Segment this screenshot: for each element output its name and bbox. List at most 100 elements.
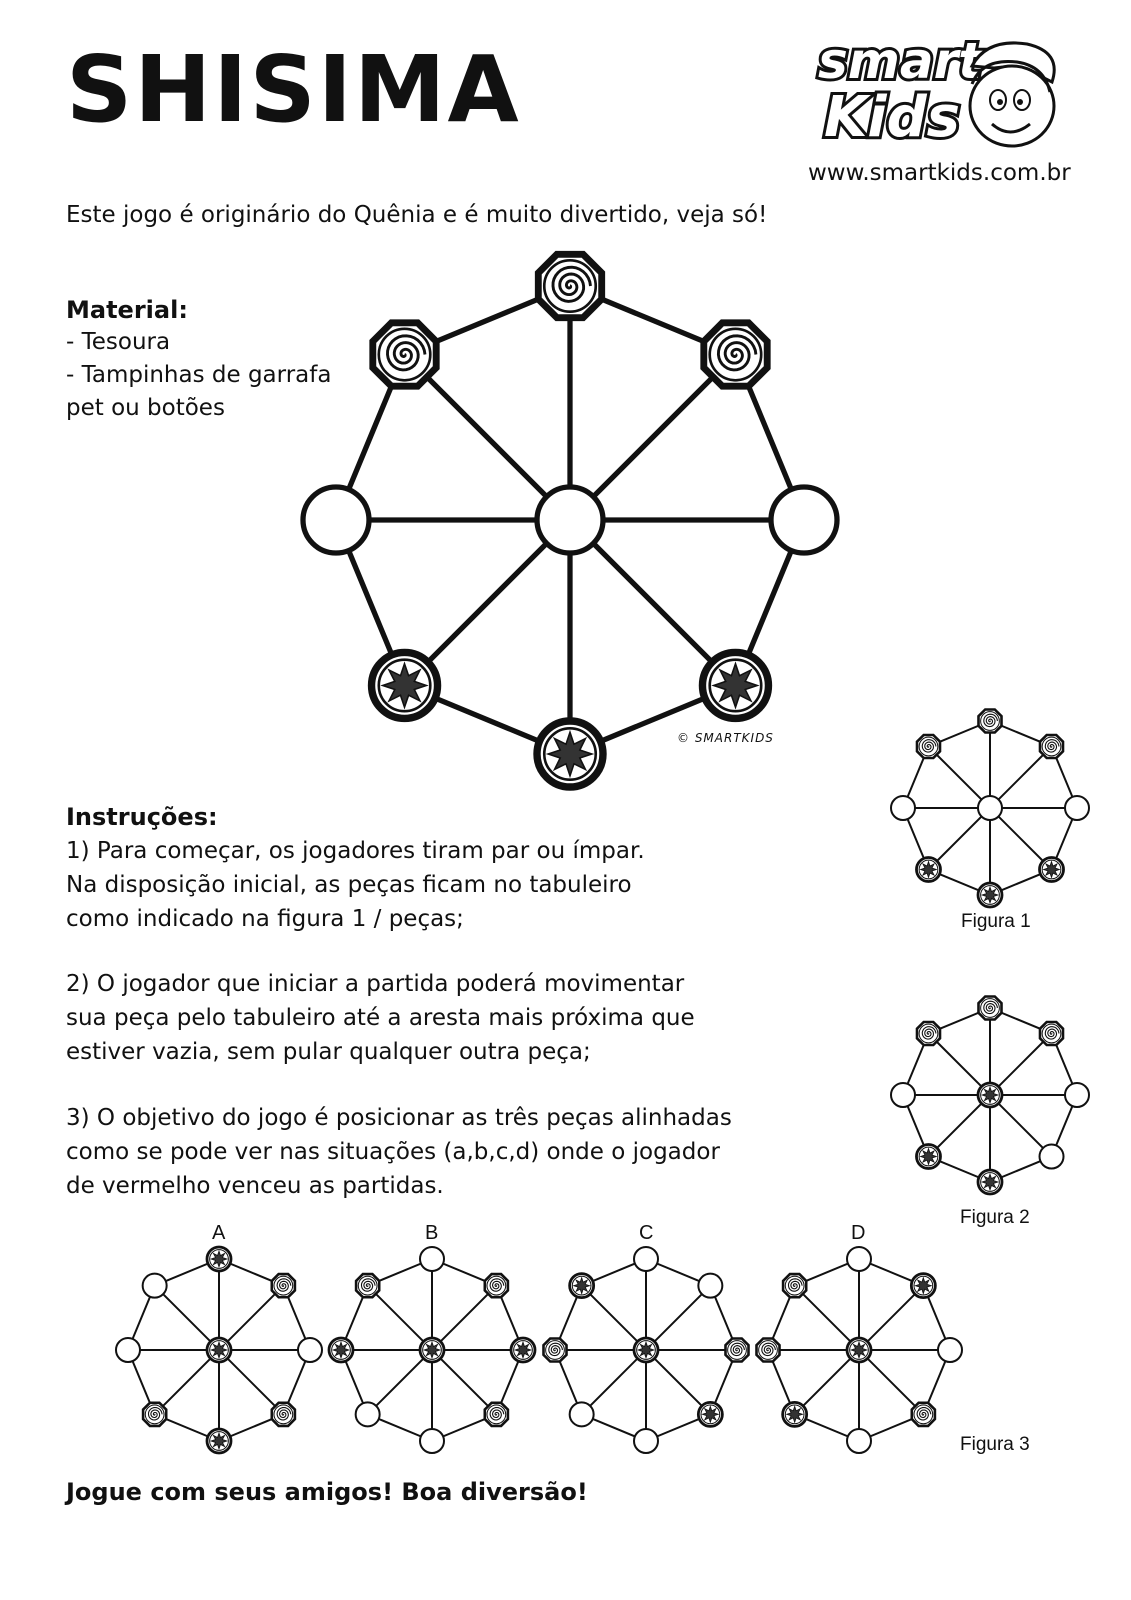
figura-3-label: Figura 3 <box>960 1434 1030 1455</box>
board-d-letter: D <box>851 1222 866 1244</box>
smart-kids-logo: smart Kids <box>815 29 1056 153</box>
spiral-piece-icon <box>141 1401 168 1428</box>
copyright-text: © SMARTKIDS <box>677 731 774 745</box>
star-piece-icon <box>205 1245 233 1273</box>
spiral-piece-icon <box>724 1337 750 1363</box>
instruction-step-2: 2) O jogador que iniciar a partida poder… <box>66 967 766 1069</box>
board-c-letter: C <box>639 1222 654 1244</box>
empty-spot <box>1038 1143 1065 1170</box>
star-piece-icon <box>698 648 773 723</box>
star-piece-icon <box>418 1336 446 1364</box>
instructions-heading: Instruções: <box>66 803 218 831</box>
empty-spot <box>141 1272 168 1299</box>
star-piece-icon <box>205 1427 233 1455</box>
spiral-piece-icon <box>915 733 942 760</box>
star-piece-icon <box>915 1143 942 1170</box>
empty-spot <box>568 1401 595 1428</box>
empty-spot <box>937 1337 963 1363</box>
spiral-piece-icon <box>977 995 1003 1021</box>
star-piece-icon <box>696 1400 724 1428</box>
material-item: - Tesoura <box>66 329 171 355</box>
empty-spot <box>633 1428 659 1454</box>
empty-spot <box>1064 1082 1090 1108</box>
step-3-line: como se pode ver nas situações (a,b,c,d)… <box>66 1139 720 1165</box>
star-piece-icon <box>915 856 942 883</box>
star-piece-icon <box>1038 856 1065 883</box>
spiral-piece-icon <box>755 1337 781 1363</box>
step-3-line: de vermelho venceu as partidas. <box>66 1173 444 1199</box>
empty-spot <box>297 1337 323 1363</box>
star-piece-icon <box>327 1336 355 1364</box>
spiral-piece-icon <box>354 1272 381 1299</box>
spiral-piece-icon <box>534 250 606 322</box>
empty-spot <box>697 1272 724 1299</box>
empty-spot <box>633 1246 659 1272</box>
star-piece-icon <box>781 1400 809 1428</box>
empty-spot <box>1064 795 1090 821</box>
board-b-letter: B <box>425 1222 439 1244</box>
star-piece-icon <box>976 1081 1004 1109</box>
star-piece-icon <box>533 717 607 791</box>
spiral-piece-icon <box>977 708 1003 734</box>
star-piece-icon <box>367 648 442 723</box>
empty-spot <box>846 1246 872 1272</box>
material-heading: Material: <box>66 296 188 324</box>
star-piece-icon <box>976 1168 1004 1196</box>
spiral-piece-icon <box>781 1272 808 1299</box>
star-piece-icon <box>845 1336 873 1364</box>
empty-spot <box>846 1428 872 1454</box>
spiral-piece-icon <box>369 319 440 390</box>
empty-spot <box>890 1082 916 1108</box>
website-url: www.smartkids.com.br <box>808 160 1071 186</box>
star-piece-icon <box>976 881 1004 909</box>
step-1-line: como indicado na figura 1 / peças; <box>66 906 464 932</box>
intro-text: Este jogo é originário do Quênia e é mui… <box>66 202 768 228</box>
step-1-line: 1) Para começar, os jogadores tiram par … <box>66 838 645 864</box>
spiral-piece-icon <box>483 1272 510 1299</box>
star-piece-icon <box>205 1336 233 1364</box>
empty-spot <box>890 795 916 821</box>
spiral-piece-icon <box>483 1401 510 1428</box>
spiral-piece-icon <box>915 1020 942 1047</box>
empty-spot <box>534 484 606 556</box>
material-item: pet ou botões <box>66 395 225 421</box>
instruction-step-1: 1) Para começar, os jogadores tiram par … <box>66 834 766 936</box>
empty-spot <box>115 1337 141 1363</box>
logo-kids-text: Kids <box>824 85 960 150</box>
empty-spot <box>977 795 1003 821</box>
star-piece-icon <box>509 1336 537 1364</box>
board-a-letter: A <box>212 1222 226 1244</box>
step-2-line: estiver vazia, sem pular qualquer outra … <box>66 1039 591 1065</box>
spiral-piece-icon <box>270 1401 297 1428</box>
empty-spot <box>419 1428 445 1454</box>
material-item: - Tampinhas de garrafa <box>66 362 332 388</box>
empty-spot <box>419 1246 445 1272</box>
footer-text: Jogue com seus amigos! Boa diversão! <box>66 1478 588 1506</box>
empty-spot <box>300 484 372 556</box>
empty-spot <box>354 1401 381 1428</box>
star-piece-icon <box>568 1272 596 1300</box>
spiral-piece-icon <box>1038 733 1065 760</box>
step-2-line: 2) O jogador que iniciar a partida poder… <box>66 971 685 997</box>
instruction-step-3: 3) O objetivo do jogo é posicionar as tr… <box>66 1101 766 1203</box>
mascot-face-icon <box>968 41 1056 148</box>
spiral-piece-icon <box>270 1272 297 1299</box>
figura-2-label: Figura 2 <box>960 1207 1030 1228</box>
spiral-piece-icon <box>542 1337 568 1363</box>
step-1-line: Na disposição inicial, as peças ficam no… <box>66 872 632 898</box>
spiral-piece-icon <box>1038 1020 1065 1047</box>
logo-smart-text: smart <box>818 32 984 90</box>
step-2-line: sua peça pelo tabuleiro até a aresta mai… <box>66 1005 695 1031</box>
spiral-piece-icon <box>910 1401 937 1428</box>
page-title: SHISIMA <box>66 36 521 143</box>
step-3-line: 3) O objetivo do jogo é posicionar as tr… <box>66 1105 732 1131</box>
spiral-piece-icon <box>700 319 771 390</box>
star-piece-icon <box>632 1336 660 1364</box>
